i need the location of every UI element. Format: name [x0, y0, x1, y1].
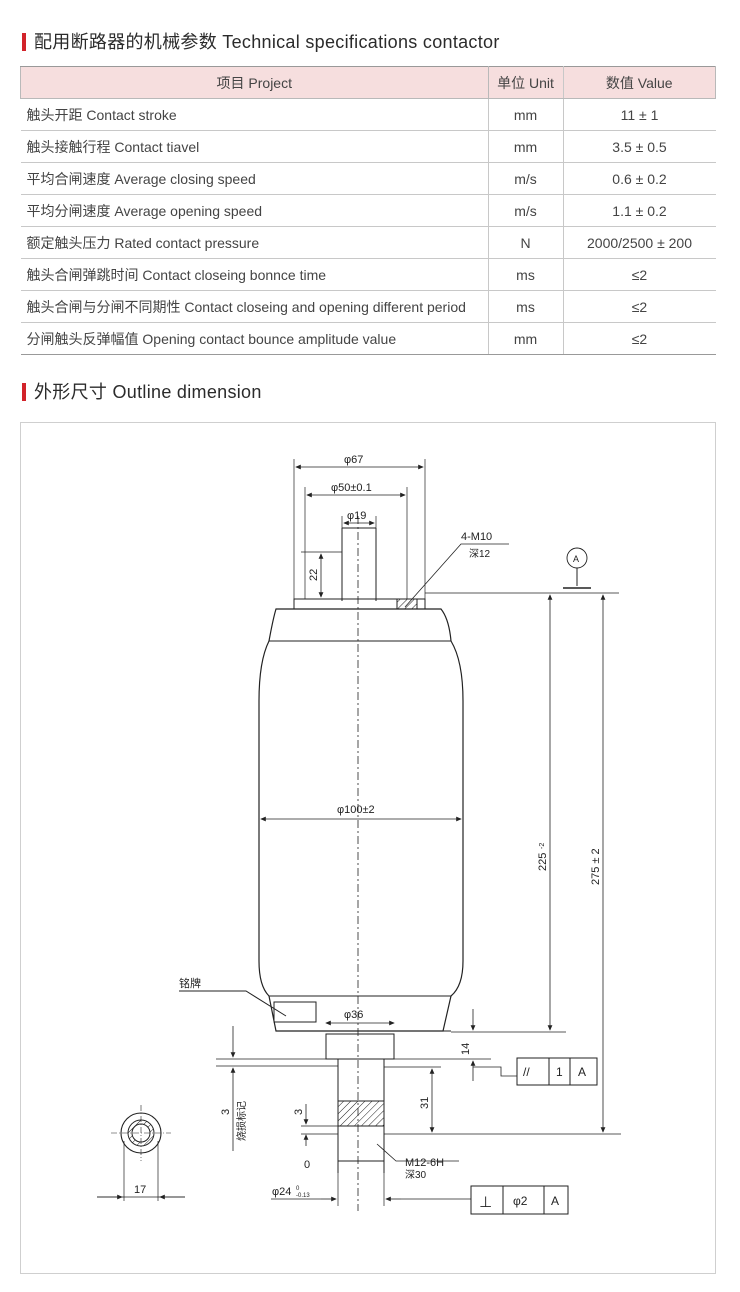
spec-section-title: 配用断路器的机械参数 Technical specifications cont… — [22, 28, 500, 54]
perp-symbol: ⊥ — [479, 1194, 492, 1211]
spec-title-text: 配用断路器的机械参数 Technical specifications cont… — [34, 32, 500, 52]
spec-table: 项目 Project 单位 Unit 数值 Value 触头开距 Contact… — [20, 66, 716, 355]
dim-3-mid: 3 — [293, 1109, 305, 1115]
nameplate-box — [273, 1001, 317, 1023]
dim-phi36: φ36 — [344, 1009, 363, 1021]
dim-phi24: φ24 — [272, 1186, 291, 1198]
dim-phi50: φ50±0.1 — [331, 482, 372, 494]
row-project: 触头合闸弹跳时间 Contact closeing bonnce time — [20, 258, 488, 291]
thread-top: 4-M10 — [461, 531, 492, 543]
outline-title-text: 外形尺寸 Outline dimension — [34, 382, 262, 402]
title-accent-bar — [22, 383, 26, 401]
dim-phi24-tol-up: 0 — [296, 1186, 300, 1192]
dim-225-tol: -2 — [539, 843, 546, 849]
parallel-datum: A — [578, 1065, 586, 1079]
row-value: 1.1 ± 0.2 — [563, 194, 716, 227]
outline-section-title: 外形尺寸 Outline dimension — [22, 378, 262, 404]
top-stem — [341, 527, 377, 601]
perp-tol: φ2 — [513, 1194, 528, 1208]
wear-mark-label: 烧损标记 — [235, 1101, 248, 1141]
row-project: 触头接触行程 Contact tiavel — [20, 130, 488, 163]
perp-datum: A — [551, 1194, 559, 1208]
row-unit: ms — [487, 258, 564, 291]
dim-phi24-tol-low: -0.13 — [296, 1193, 310, 1199]
row-unit: mm — [487, 98, 564, 131]
header-value: 数值 Value — [562, 66, 716, 99]
row-project: 平均合闸速度 Average closing speed — [20, 162, 488, 195]
outline-drawing-frame: φ67 φ50±0.1 φ19 22 4-M10 深12 A φ100±2 22… — [20, 422, 716, 1274]
row-unit: m/s — [487, 194, 564, 227]
row-value: 0.6 ± 0.2 — [563, 162, 716, 195]
row-value: ≤2 — [563, 258, 716, 291]
table-row: 触头合闸弹跳时间 Contact closeing bonnce time ms… — [20, 258, 716, 291]
table-row: 平均合闸速度 Average closing speed m/s 0.6 ± 0… — [20, 162, 716, 195]
table-header-row: 项目 Project 单位 Unit 数值 Value — [20, 66, 716, 99]
header-project: 项目 Project — [20, 66, 489, 99]
row-value: 2000/2500 ± 200 — [563, 226, 716, 259]
parallel-tol: 1 — [556, 1065, 563, 1079]
row-project: 额定触头压力 Rated contact pressure — [20, 226, 488, 259]
row-value: ≤2 — [563, 290, 716, 323]
table-row: 分闸触头反弹幅值 Opening contact bounce amplitud… — [20, 322, 716, 355]
parallel-symbol: // — [523, 1065, 530, 1079]
perpendicularity-frame — [470, 1185, 569, 1215]
dim-31: 31 — [419, 1097, 431, 1109]
thread-top-depth: 深12 — [469, 548, 491, 560]
dim-225: 225 — [537, 853, 549, 871]
guide-sleeve — [325, 1033, 395, 1060]
table-row: 触头接触行程 Contact tiavel mm 3.5 ± 0.5 — [20, 130, 716, 163]
table-row: 触头合闸与分闸不同期性 Contact closeing and opening… — [20, 290, 716, 323]
dim-phi100: φ100±2 — [337, 804, 375, 816]
row-value: ≤2 — [563, 322, 716, 355]
dim-0: 0 — [304, 1159, 310, 1171]
dim-22: 22 — [308, 569, 320, 581]
row-project: 分闸触头反弹幅值 Opening contact bounce amplitud… — [20, 322, 488, 355]
dim-phi19: φ19 — [347, 510, 366, 522]
row-project: 触头合闸与分闸不同期性 Contact closeing and opening… — [20, 290, 488, 323]
dim-275: 275 ± 2 — [590, 848, 602, 885]
thread-bottom: M12-6H — [405, 1157, 444, 1169]
table-row: 额定触头压力 Rated contact pressure N 2000/250… — [20, 226, 716, 259]
nameplate-label: 铭牌 — [179, 976, 201, 990]
row-unit: ms — [487, 290, 564, 323]
row-value: 3.5 ± 0.5 — [563, 130, 716, 163]
thread-bottom-depth: 深30 — [405, 1169, 427, 1181]
title-accent-bar — [22, 33, 26, 51]
dim-14: 14 — [460, 1043, 472, 1055]
row-unit: mm — [487, 130, 564, 163]
row-unit: mm — [487, 322, 564, 355]
wear-mark-section — [337, 1100, 385, 1127]
vacuum-body — [258, 608, 464, 1032]
dim-17: 17 — [134, 1184, 146, 1196]
header-unit: 单位 Unit — [487, 66, 564, 99]
top-thread-hole — [396, 598, 418, 610]
row-value: 11 ± 1 — [563, 98, 716, 131]
outline-drawing: φ67 φ50±0.1 φ19 22 4-M10 深12 A φ100±2 22… — [97, 454, 621, 1215]
dim-phi67: φ67 — [344, 454, 363, 466]
datum-a-label: A — [573, 554, 579, 564]
row-project: 触头开距 Contact stroke — [20, 98, 488, 131]
row-unit: m/s — [487, 162, 564, 195]
parallelism-frame — [516, 1057, 598, 1086]
row-unit: N — [487, 226, 564, 259]
table-row: 触头开距 Contact stroke mm 11 ± 1 — [20, 98, 716, 131]
row-project: 平均分闸速度 Average opening speed — [20, 194, 488, 227]
table-row: 平均分闸速度 Average opening speed m/s 1.1 ± 0… — [20, 194, 716, 227]
dim-3-left: 3 — [220, 1109, 232, 1115]
nameplate-leader — [179, 990, 287, 1017]
